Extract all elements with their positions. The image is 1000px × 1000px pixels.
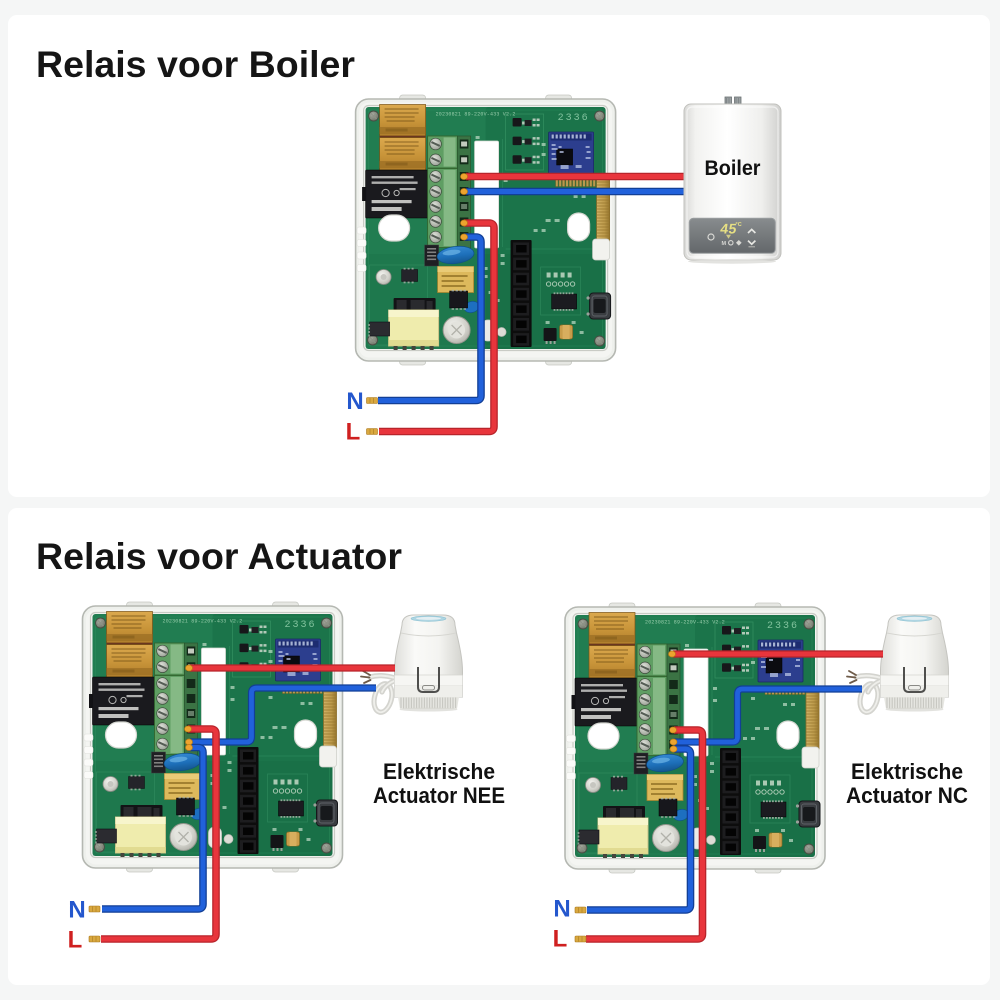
svg-text:L: L <box>68 927 83 954</box>
svg-text:45: 45 <box>719 221 738 237</box>
svg-text:°C: °C <box>736 222 742 228</box>
svg-text:Elektrische: Elektrische <box>383 759 495 784</box>
svg-text:L: L <box>346 419 361 446</box>
svg-text:Boiler: Boiler <box>705 156 762 180</box>
svg-text:N: N <box>68 897 85 924</box>
svg-text:L: L <box>553 926 568 953</box>
svg-text:M: M <box>722 241 727 247</box>
svg-text:Relais voor Boiler: Relais voor Boiler <box>36 44 355 85</box>
svg-text:N: N <box>553 896 570 923</box>
svg-text:Actuator NC: Actuator NC <box>846 783 968 808</box>
svg-text:Relais voor Actuator: Relais voor Actuator <box>36 536 402 577</box>
svg-text:Elektrische: Elektrische <box>851 759 963 784</box>
svg-text:Actuator NEE: Actuator NEE <box>373 783 505 808</box>
svg-text:N: N <box>346 388 363 415</box>
